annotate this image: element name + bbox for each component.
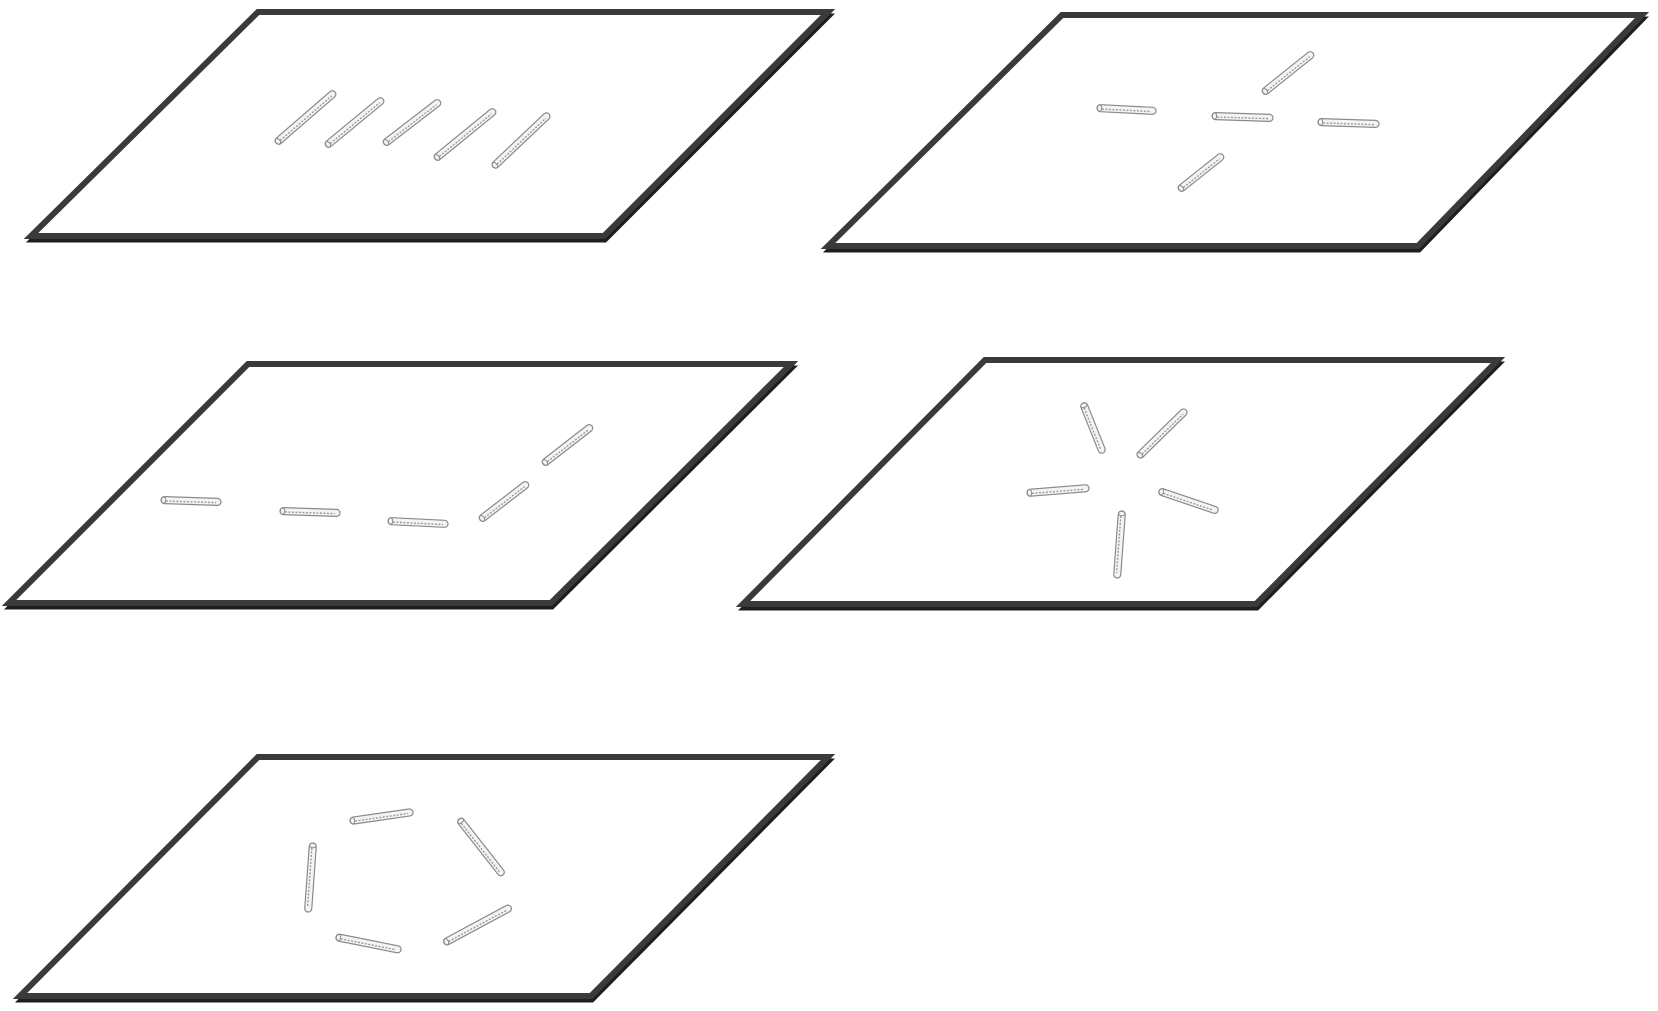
rod-texture xyxy=(1163,492,1214,511)
plate xyxy=(23,9,836,239)
rod xyxy=(1096,104,1157,115)
panel-radial-rods xyxy=(735,357,1506,611)
plate xyxy=(820,12,1650,249)
rod xyxy=(478,481,530,522)
rod-end-cap xyxy=(1096,104,1103,112)
rod-end-cap xyxy=(382,139,390,146)
rod-end-cap xyxy=(1317,118,1324,126)
rods-group xyxy=(1026,402,1219,579)
rod-texture xyxy=(306,847,313,908)
rod-end-cap xyxy=(309,842,317,849)
rod xyxy=(541,424,594,466)
rod-texture xyxy=(329,102,381,144)
rod-end-cap xyxy=(457,817,464,825)
rod-end-cap xyxy=(1261,88,1269,95)
rod xyxy=(1177,153,1225,192)
rod-texture xyxy=(1182,158,1221,189)
rod-texture xyxy=(279,95,333,141)
rod-end-cap xyxy=(443,938,450,946)
rod-end-cap xyxy=(279,507,286,515)
rod xyxy=(304,842,317,913)
rod xyxy=(1211,112,1274,122)
rod-texture xyxy=(1216,116,1268,120)
rod xyxy=(1080,402,1106,454)
rod-texture xyxy=(392,521,444,526)
rods-group xyxy=(304,808,513,954)
rod xyxy=(1317,118,1380,128)
panel-chain-rods xyxy=(1,361,799,610)
rod-end-cap xyxy=(541,459,549,466)
rods-group xyxy=(1096,51,1380,192)
rod-end-cap xyxy=(1026,489,1033,497)
rod-texture xyxy=(1115,515,1122,574)
rod-texture xyxy=(284,511,335,515)
rod-texture xyxy=(165,500,216,504)
rod-end-cap xyxy=(491,161,499,169)
rod-texture xyxy=(448,909,508,942)
rod xyxy=(335,933,402,954)
rod-texture xyxy=(340,938,397,951)
rod-end-cap xyxy=(349,816,356,825)
rod xyxy=(491,112,551,169)
rod-end-cap xyxy=(160,496,167,504)
rod-end-cap xyxy=(433,154,441,161)
panel-parallel-rods xyxy=(23,9,836,243)
rod-texture xyxy=(1322,122,1374,126)
rods-group xyxy=(274,90,551,169)
plate xyxy=(12,754,836,999)
rod-texture xyxy=(438,113,493,157)
rod-end-cap xyxy=(387,517,394,525)
rod-end-cap xyxy=(1080,402,1088,409)
rod xyxy=(1136,408,1188,459)
plate xyxy=(1,361,799,606)
rod-texture xyxy=(547,429,589,463)
rod-texture xyxy=(496,117,547,165)
rod-end-cap xyxy=(1177,185,1185,192)
rod-end-cap xyxy=(1211,112,1218,120)
rod xyxy=(279,507,341,517)
rod-end-cap xyxy=(1118,510,1126,517)
panel-cross-rods xyxy=(820,12,1650,253)
panels-group xyxy=(1,9,1650,1003)
rod-texture xyxy=(484,486,525,519)
rod-texture xyxy=(1083,407,1102,449)
rod-end-cap xyxy=(335,933,342,942)
rod-end-cap xyxy=(274,137,282,145)
rod xyxy=(160,496,222,506)
rod xyxy=(274,90,337,145)
rod-end-cap xyxy=(1136,451,1144,459)
rod xyxy=(442,904,513,946)
rod-end-cap xyxy=(1158,488,1165,496)
rod xyxy=(1261,51,1315,95)
rod-end-cap xyxy=(478,515,486,522)
rod-texture xyxy=(1031,488,1085,495)
panel-pentagon-rods xyxy=(12,754,836,1003)
rod xyxy=(433,108,497,161)
rod xyxy=(382,99,442,146)
rod-texture xyxy=(354,812,409,822)
rod xyxy=(324,97,385,148)
plate xyxy=(735,357,1506,607)
rod-texture xyxy=(388,104,437,143)
rod xyxy=(1158,488,1219,514)
rod-texture xyxy=(1141,413,1184,455)
rod-texture xyxy=(1101,108,1152,113)
rod xyxy=(1113,510,1126,579)
rod-end-cap xyxy=(324,141,332,148)
